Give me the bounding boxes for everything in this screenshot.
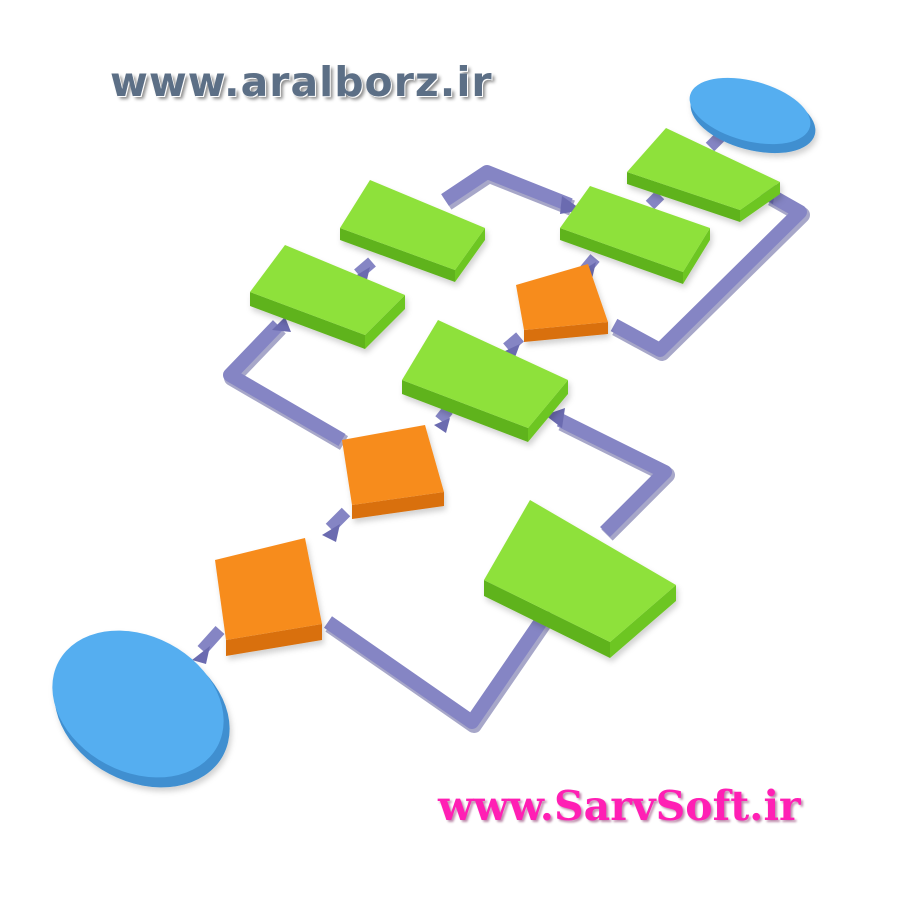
arrowhead-return (545, 408, 565, 428)
process-box-center (402, 320, 568, 442)
arrowhead-loop-left (272, 317, 291, 332)
decision-box-lower (215, 538, 322, 656)
connector-loop-right (610, 188, 807, 357)
connector-bottom (324, 616, 548, 729)
process-box-top-middle (560, 186, 710, 284)
watermark-sarvsoft: www.SarvSoft.ir (438, 782, 801, 830)
terminal-start (689, 77, 816, 154)
decision-box-upper (516, 264, 608, 342)
watermark-aralborz: www.aralborz.ir (110, 58, 493, 106)
connector-loop-left (223, 320, 346, 447)
process-box-bottom-right (484, 500, 676, 658)
process-box-left (250, 245, 405, 349)
connector-return (556, 413, 672, 537)
decision-box-middle (342, 425, 444, 519)
process-box-upper-left (340, 180, 485, 282)
connector-top (441, 165, 573, 212)
terminal-end (52, 630, 230, 788)
process-box-top-right (627, 128, 780, 222)
